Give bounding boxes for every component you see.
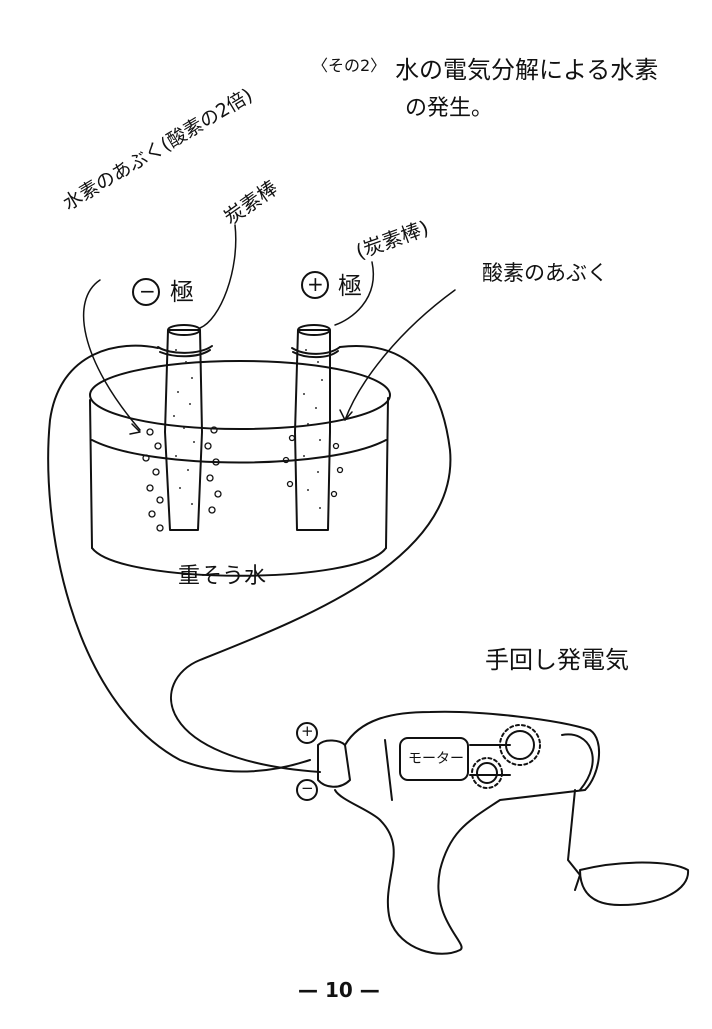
gen-minus-circle-icon xyxy=(296,779,318,801)
heading-line-2: の発生。 xyxy=(405,96,494,121)
beaker-icon xyxy=(89,360,391,577)
plus-circle-icon xyxy=(301,271,329,299)
minus-sign: − xyxy=(139,279,156,303)
plus-sign: + xyxy=(307,272,324,296)
carbon-rod-icon xyxy=(157,324,213,531)
motor-body xyxy=(399,737,469,781)
part-label: 〈その2〉 xyxy=(312,56,387,75)
gear-icon xyxy=(499,724,541,766)
water-label: 重そう水 xyxy=(178,564,267,589)
positive-pole-label: 極 xyxy=(338,272,362,300)
label-arrows xyxy=(82,224,456,435)
carbon-rod-icon xyxy=(291,324,341,531)
gen-plus-sign: + xyxy=(301,722,314,740)
gear-icon xyxy=(471,757,503,789)
gen-minus-sign: − xyxy=(301,779,314,797)
generator-label: 手回し発電気 xyxy=(485,646,629,674)
crank-handle-icon xyxy=(579,861,690,906)
bubbles-icon xyxy=(142,426,344,532)
gen-plus-circle-icon xyxy=(296,722,318,744)
page-number: — 10 — xyxy=(298,978,380,1002)
rod-texture xyxy=(173,349,323,509)
oxygen-bubbles-label: 酸素のあぶく xyxy=(482,261,608,285)
hand-generator-icon xyxy=(317,710,690,955)
heading-line-1: 水の電気分解による水素 xyxy=(395,56,659,84)
negative-pole-label: 極 xyxy=(170,278,194,306)
wire-icon xyxy=(47,344,452,773)
minus-circle-icon xyxy=(132,278,160,306)
motor-label: モーター xyxy=(408,751,464,767)
